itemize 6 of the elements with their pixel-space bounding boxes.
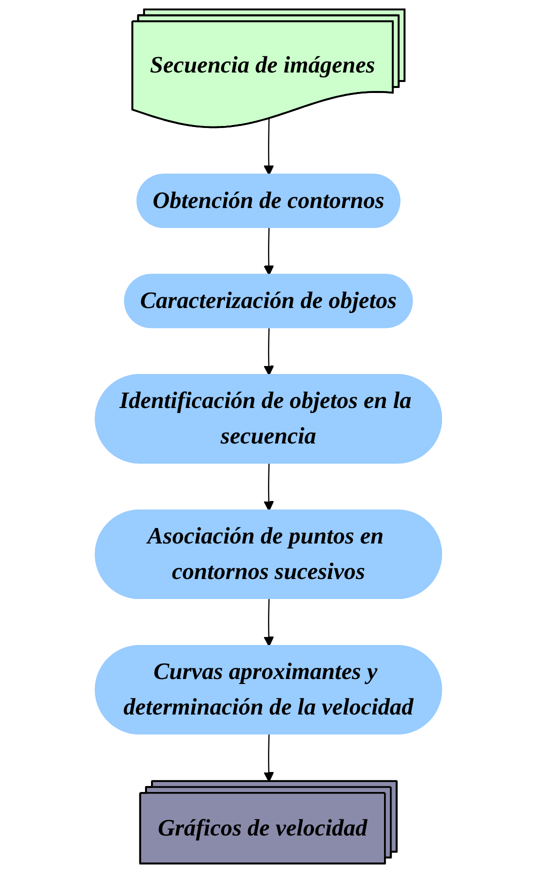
arrow bbox=[263, 599, 274, 647]
arrow bbox=[263, 734, 274, 782]
arrow bbox=[263, 228, 274, 276]
arrow bbox=[263, 118, 274, 176]
arrow bbox=[263, 328, 274, 376]
arrow bbox=[263, 464, 274, 512]
